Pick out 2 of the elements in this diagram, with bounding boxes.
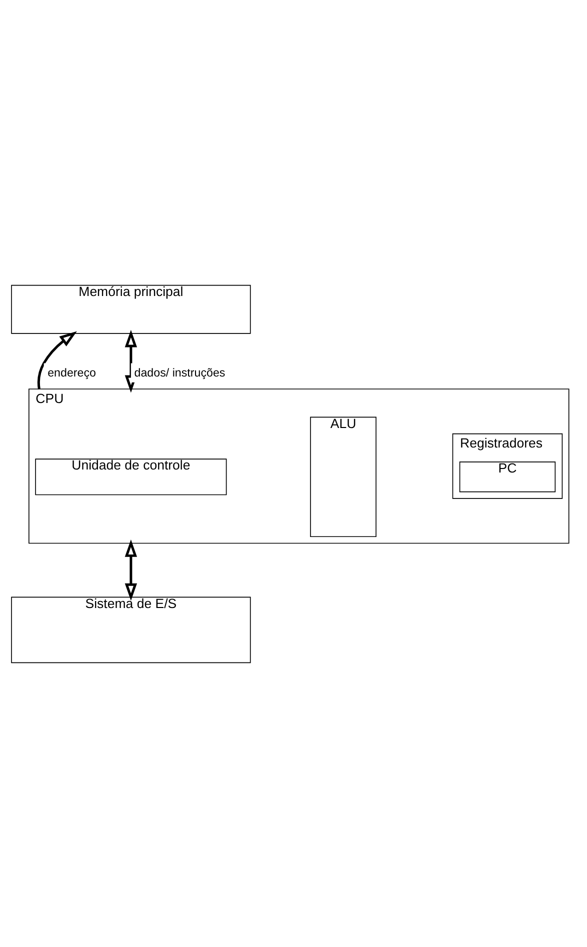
edge-label: dados/ instruções [134,366,226,379]
edge-label: endereço [48,366,96,379]
